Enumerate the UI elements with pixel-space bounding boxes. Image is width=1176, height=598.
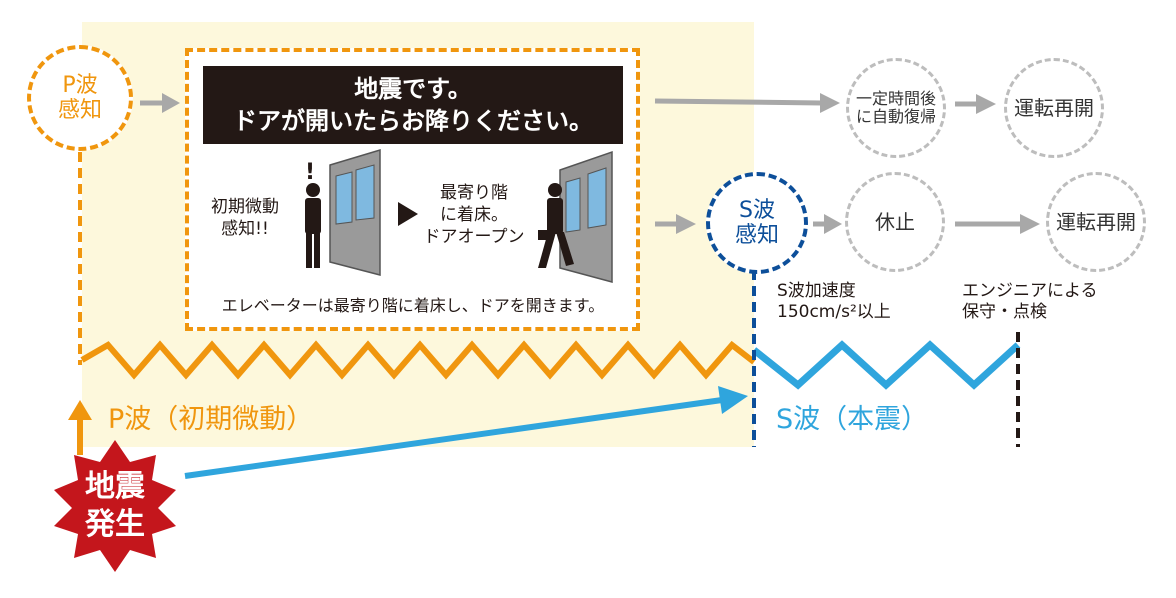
elevator-left-icon xyxy=(329,148,381,276)
resume-top-circle: 運転再開 xyxy=(1004,58,1104,158)
pause-circle: 休止 xyxy=(845,172,945,272)
exclaim-mark: ! xyxy=(305,160,316,185)
p-wave-line xyxy=(80,340,756,380)
p-rise-arrow-head xyxy=(68,400,92,420)
initial-detect-label: 初期微動 感知!! xyxy=(211,197,279,240)
engineer-note: エンジニアによる 保守・点検 xyxy=(962,281,1098,323)
s-wave-label: S波（本震） xyxy=(776,404,929,435)
person-standing-icon xyxy=(305,183,321,268)
auto-restore-circle: 一定時間後 に自動復帰 xyxy=(846,58,946,158)
earthquake-label: 地震 発生 xyxy=(85,469,145,542)
alert-line-1: 地震です。 xyxy=(354,74,472,103)
s-travel-arrow-head xyxy=(718,386,748,414)
person-walking-icon xyxy=(538,183,574,268)
arrival-label: 最寄り階 に着床。 ドアオープン xyxy=(423,183,525,248)
alert-line-2: ドアが開いたらお降りください。 xyxy=(233,107,593,135)
alert-banner: 地震です。 ドアが開いたらお降りください。 xyxy=(203,66,623,144)
panel-caption: エレベーターは最寄り階に着床し、ドアを開きます。 xyxy=(221,296,605,315)
earthquake-burst xyxy=(54,440,176,572)
p-wave-label: P波（初期微動） xyxy=(108,404,314,435)
s-accel-note: S波加速度 150cm/s²以上 xyxy=(777,281,891,323)
s-detect-circle: S波 感知 xyxy=(706,172,808,274)
elevator-right-icon xyxy=(559,150,613,283)
resume-mid-circle: 運転再開 xyxy=(1046,172,1146,272)
play-triangle-icon xyxy=(398,202,418,226)
s-travel-arrow-shaft xyxy=(184,397,723,479)
s-wave-line xyxy=(751,340,1021,390)
p-detect-circle: P波 感知 xyxy=(27,45,133,151)
